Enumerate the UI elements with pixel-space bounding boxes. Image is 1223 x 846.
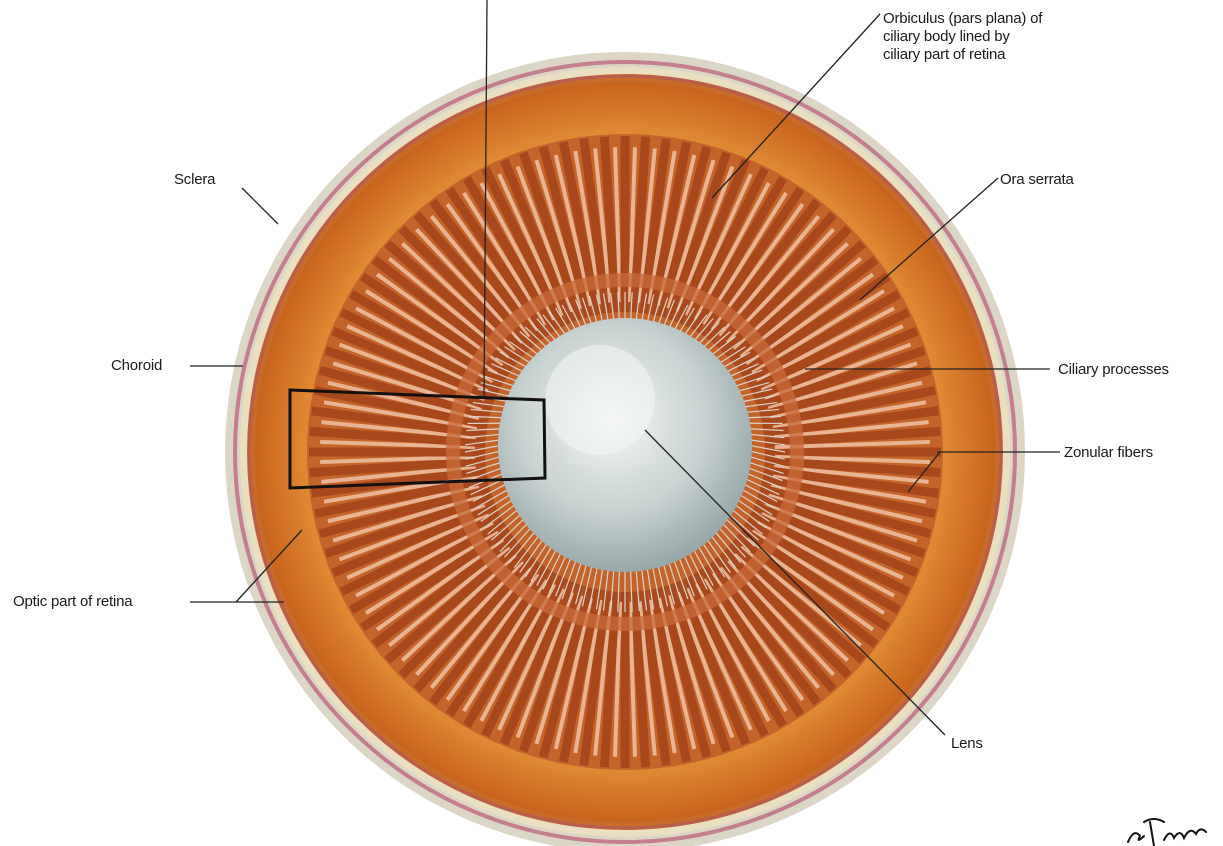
artist-signature (1128, 819, 1206, 846)
label-ciliary-processes: Ciliary processes (1058, 361, 1169, 379)
label-ora-serrata: Ora serrata (1000, 171, 1074, 189)
label-sclera: Sclera (174, 171, 215, 189)
leader-sclera (242, 188, 278, 224)
lens-highlight (545, 345, 655, 455)
label-zonular-fibers: Zonular fibers (1064, 444, 1153, 462)
label-optic-part-of-retina: Optic part of retina (13, 593, 132, 611)
label-lens: Lens (951, 735, 983, 753)
label-orbiculus: Orbiculus (pars plana) of ciliary body l… (883, 10, 1042, 64)
label-choroid: Choroid (111, 357, 162, 375)
